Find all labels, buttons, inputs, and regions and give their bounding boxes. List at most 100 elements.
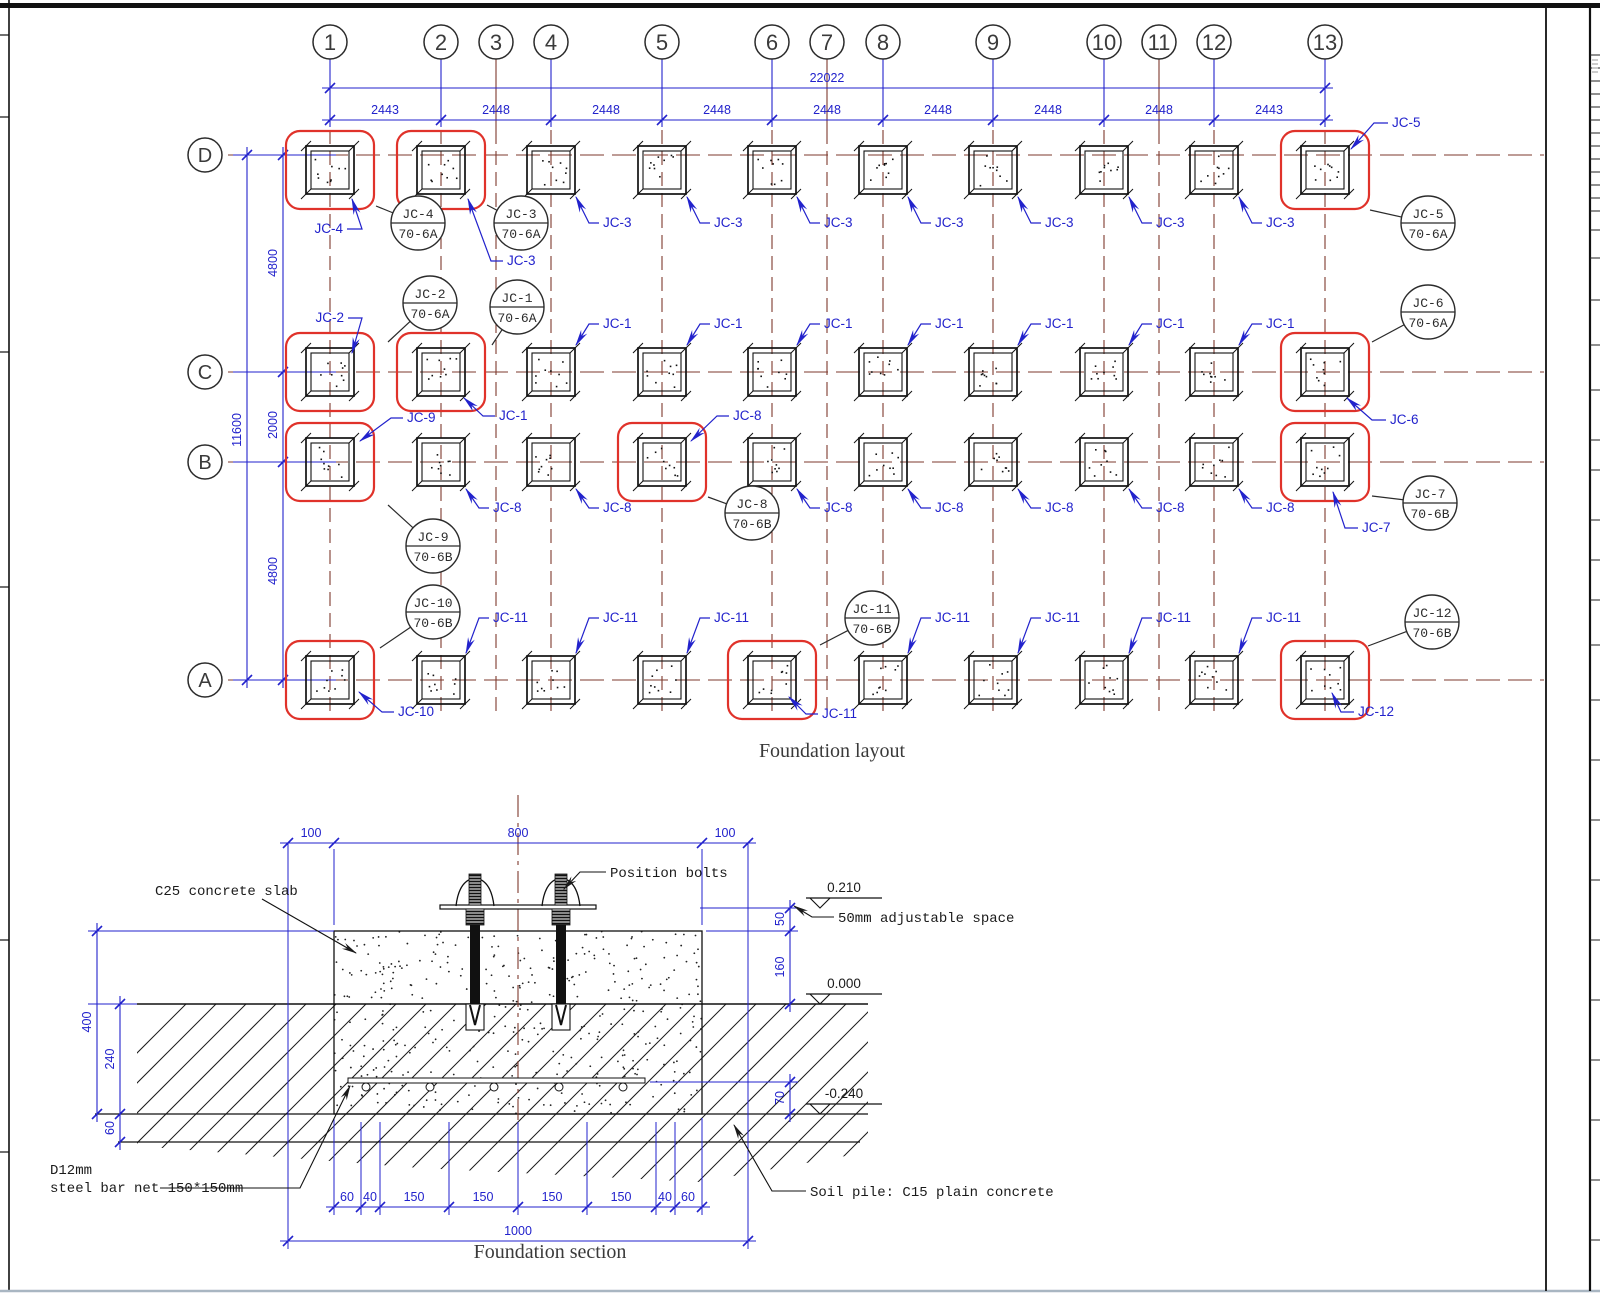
footing-highlight-box: [284, 639, 376, 721]
detail-tag-sheet: 70-6A: [398, 227, 437, 242]
concrete-dot: [408, 1109, 411, 1112]
footing-corner-tick: [348, 188, 360, 200]
footing-label: JC-8: [733, 408, 762, 423]
bolt-thread-top: [554, 873, 568, 906]
concrete-dot: [697, 948, 699, 951]
footing-concrete-dot: [776, 470, 778, 473]
detail-tag-sheet: 70-6B: [1410, 507, 1449, 522]
concrete-dot: [617, 1060, 619, 1063]
concrete-dot: [556, 1073, 558, 1076]
footing-corner-tick: [742, 650, 754, 662]
dim-text: 1000: [504, 1224, 532, 1238]
footing-concrete-dot: [882, 464, 885, 467]
footing-corner-tick: [853, 698, 865, 710]
concrete-dot: [589, 1065, 592, 1068]
concrete-dot: [602, 936, 605, 938]
footing-concrete-dot: [999, 175, 1001, 178]
footing-inner: [531, 660, 571, 700]
footing-corner-tick: [459, 140, 471, 152]
concrete-dot: [632, 1067, 634, 1070]
footing-inner: [973, 442, 1013, 482]
concrete-dot: [392, 971, 395, 974]
concrete-dot: [551, 968, 554, 970]
footing-concrete-dot: [660, 447, 663, 450]
concrete-dot: [508, 975, 510, 978]
concrete-dot: [567, 959, 570, 962]
grid-bubble-row-label: C: [198, 362, 212, 384]
soil-hatch-line: [179, 1004, 501, 1182]
footing-concrete-dot: [536, 681, 539, 684]
concrete-dot: [633, 1009, 635, 1012]
footing-corner-tick: [963, 188, 975, 200]
detail-tag-leader: [1371, 495, 1404, 501]
footing-concrete-dot: [1323, 685, 1326, 687]
footing-corner-tick: [1074, 342, 1086, 354]
concrete-dot: [447, 955, 449, 958]
footing-corner-tick: [1343, 650, 1355, 662]
concrete-dot: [430, 1071, 432, 1074]
concrete-dot: [552, 957, 555, 959]
footing-concrete-dot: [1337, 682, 1339, 685]
footing-inner: [1305, 150, 1345, 190]
footing-concrete-dot: [323, 687, 326, 689]
footing-concrete-dot: [1095, 449, 1097, 451]
soil-hatch-line: [689, 1004, 868, 1182]
dim-tick: [282, 1235, 294, 1247]
grid-bubble-row: [187, 137, 223, 173]
footing-inner: [421, 150, 461, 190]
footing-corner-tick: [569, 480, 581, 492]
dim-text: 70: [773, 1091, 787, 1105]
footing-outer: [526, 437, 576, 487]
footing-concrete-dot: [673, 386, 676, 388]
detail-tag-sheet: 70-6A: [1408, 316, 1447, 331]
footing-corner-tick: [1343, 390, 1355, 402]
footing-concrete-dot: [1224, 379, 1226, 381]
concrete-dot: [436, 943, 439, 946]
footing-outer: [968, 145, 1018, 195]
concrete-dot: [588, 1032, 590, 1035]
footing-concrete-dot: [438, 461, 441, 464]
footing-corner-tick: [521, 432, 533, 444]
footing-corner-tick: [459, 698, 471, 710]
concrete-dot: [549, 1104, 552, 1107]
footing-corner-tick: [901, 698, 913, 710]
dim-tick: [784, 1108, 796, 1120]
footing-corner-tick: [1232, 698, 1244, 710]
footing-concrete-dot: [426, 358, 429, 361]
footing-concrete-dot: [1207, 175, 1209, 177]
footing-concrete-dot: [545, 458, 548, 461]
footing-corner-tick: [1074, 650, 1086, 662]
concrete-dot: [516, 934, 519, 937]
footing-concrete-dot: [328, 690, 330, 692]
concrete-dot: [536, 1087, 539, 1090]
concrete-dot: [610, 1111, 612, 1114]
footing-corner-tick: [1343, 188, 1355, 200]
dim-text: 150: [404, 1190, 425, 1204]
concrete-dot: [600, 1102, 603, 1105]
footing-concrete-dot: [1310, 449, 1313, 452]
footing-corner-tick: [632, 650, 644, 662]
footing-concrete-dot: [445, 373, 447, 376]
concrete-dot: [633, 1033, 636, 1035]
footing-inner: [421, 352, 461, 392]
footing-concrete-dot: [872, 693, 874, 696]
dim-tick: [114, 998, 126, 1010]
bolt-shaft: [470, 925, 480, 1004]
concrete-dot: [411, 993, 414, 996]
concrete-dot: [692, 1026, 695, 1028]
footing-concrete-dot: [1109, 471, 1112, 473]
footing-concrete-dot: [1225, 689, 1228, 691]
footing-concrete-dot: [455, 177, 458, 180]
footing-concrete-dot: [427, 673, 430, 675]
footing-concrete-dot: [1322, 368, 1325, 371]
footing-concrete-dot: [547, 474, 550, 476]
footing-concrete-dot: [1311, 689, 1313, 692]
footing-corner-tick: [632, 390, 644, 402]
footing-concrete-dot: [995, 452, 998, 455]
footing-outer: [968, 437, 1018, 487]
footing-label: JC-11: [935, 610, 970, 625]
footing-label: JC-3: [714, 215, 743, 230]
soil-hatch-line: [419, 1004, 741, 1182]
footing-label: JC-3: [935, 215, 964, 230]
footing-label-leader: [348, 317, 363, 355]
